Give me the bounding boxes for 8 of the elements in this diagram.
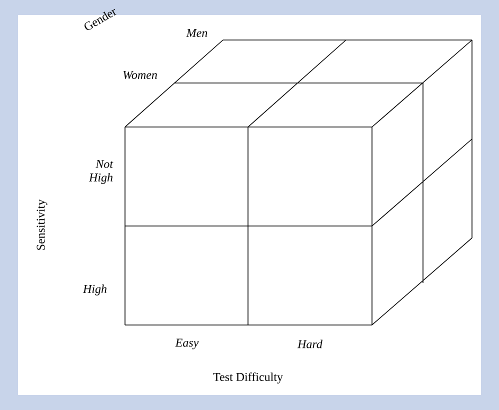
axis-label: Sensitivity (36, 199, 48, 250)
axis-label: Test Difficulty (213, 372, 283, 384)
axis-label: Women (123, 70, 157, 80)
axis-label: Hard (297, 340, 322, 348)
axis-label: Not High (88, 160, 114, 184)
axis-label: Easy (175, 338, 199, 350)
axis-label: Men (186, 29, 208, 37)
axis-label: High (82, 284, 106, 296)
